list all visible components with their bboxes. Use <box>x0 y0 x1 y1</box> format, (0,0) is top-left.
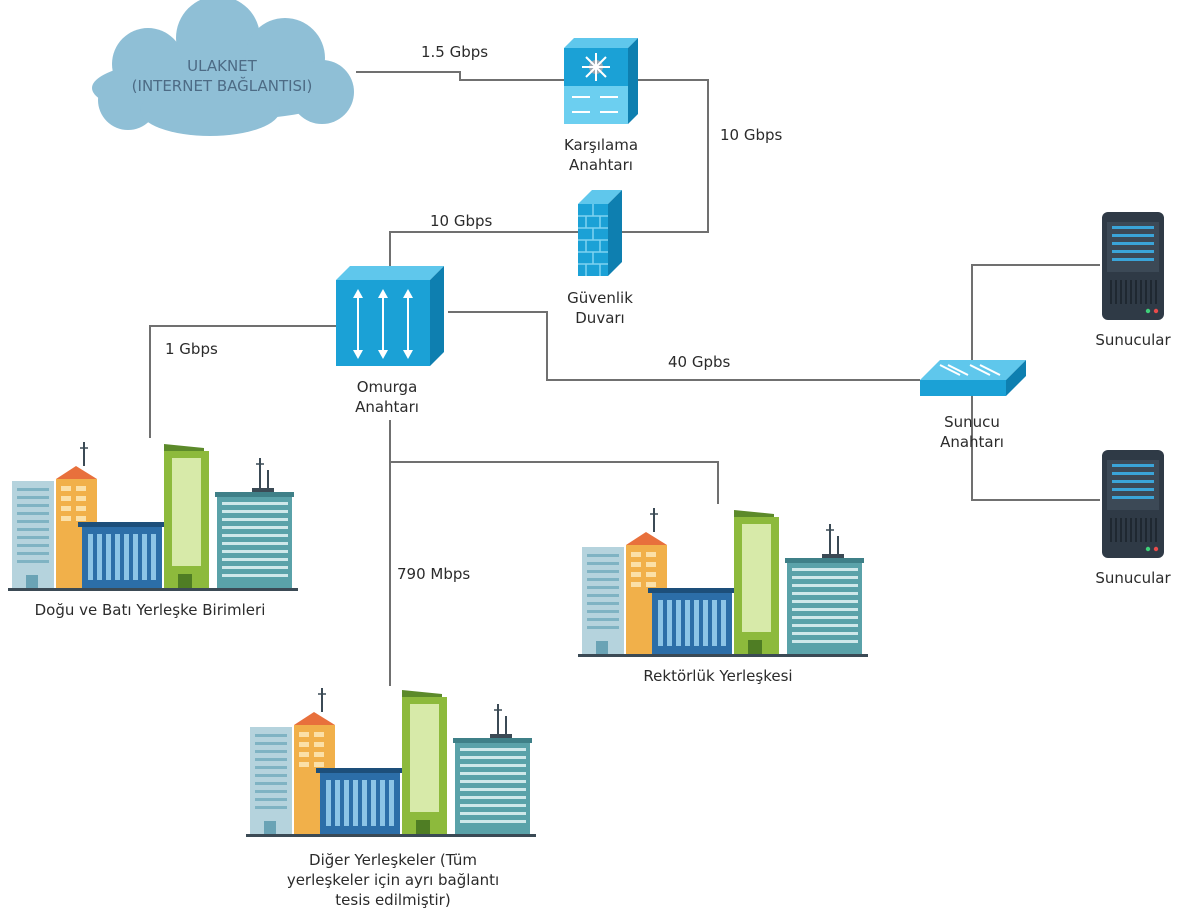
speed-firewall-core: 10 Gbps <box>430 212 493 230</box>
core-switch-label-line1: Omurga <box>356 378 418 396</box>
speed-core-other: 790 Mbps <box>397 565 471 583</box>
server-switch-label: Sunucu Anahtarı <box>940 412 1004 452</box>
link-core-server <box>448 311 920 381</box>
internet-label: ULAKNET (INTERNET BAĞLANTISI) <box>132 56 313 96</box>
speed-edge-firewall: 10 Gbps <box>720 126 783 144</box>
core-switch-icon <box>336 266 444 366</box>
edge-switch-label: Karşılama Anahtarı <box>564 135 638 175</box>
server-switch-label-line2: Anahtarı <box>940 433 1004 451</box>
edge-switch-label-line2: Anahtarı <box>569 156 633 174</box>
servers-bottom-label: Sunucular <box>1095 569 1171 587</box>
campus-other-label-line2: yerleşkeler için ayrı bağlantı <box>286 871 500 889</box>
buildings-icon <box>245 687 537 838</box>
firewall-label-line2: Duvarı <box>575 309 625 327</box>
edge-switch-label-line1: Karşılama <box>563 136 639 154</box>
link-edge-firewall <box>620 79 709 233</box>
campus-other-label-line3: tesis edilmiştir) <box>335 891 451 909</box>
server-switch-label-line1: Sunucu <box>944 413 1000 431</box>
speed-core-eastwest: 1 Gbps <box>165 340 218 358</box>
campus-other-label-line1: Diğer Yerleşkeler (Tüm <box>309 851 477 869</box>
buildings-icon <box>577 507 869 658</box>
link-core-rectorate <box>389 420 719 504</box>
campus-other-label: Diğer Yerleşkeler (Tüm yerleşkeler için … <box>287 850 499 910</box>
speed-core-server: 40 Gpbs <box>668 353 731 371</box>
internet-label-line2: (INTERNET BAĞLANTISI) <box>131 77 313 95</box>
firewall-icon <box>578 190 622 276</box>
links <box>149 71 1100 686</box>
cloud-icon <box>92 0 354 136</box>
internet-label-line1: ULAKNET <box>187 57 257 75</box>
servers-top-label: Sunucular <box>1095 331 1171 349</box>
core-switch-label-line2: Anahtarı <box>355 398 419 416</box>
link-server-top <box>971 264 1100 370</box>
server-icon <box>1102 212 1164 320</box>
campus-rectorate-label: Rektörlük Yerleşkesi <box>643 667 793 685</box>
switch-icon <box>920 360 1026 396</box>
link-core-eastwest <box>149 325 336 438</box>
core-switch-label: Omurga Anahtarı <box>355 377 419 417</box>
server-icon <box>1102 450 1164 558</box>
link-internet-edge <box>356 71 566 81</box>
layer3-switch-icon <box>564 38 638 124</box>
campus-east-west-label: Doğu ve Batı Yerleşke Birimleri <box>34 601 266 619</box>
firewall-label-line1: Güvenlik <box>567 289 633 307</box>
link-firewall-core <box>389 231 578 268</box>
firewall-label: Güvenlik Duvarı <box>567 288 633 328</box>
speed-internet-edge: 1.5 Gbps <box>421 43 489 61</box>
link-server-bottom <box>971 395 1100 501</box>
buildings-icon <box>7 441 299 592</box>
